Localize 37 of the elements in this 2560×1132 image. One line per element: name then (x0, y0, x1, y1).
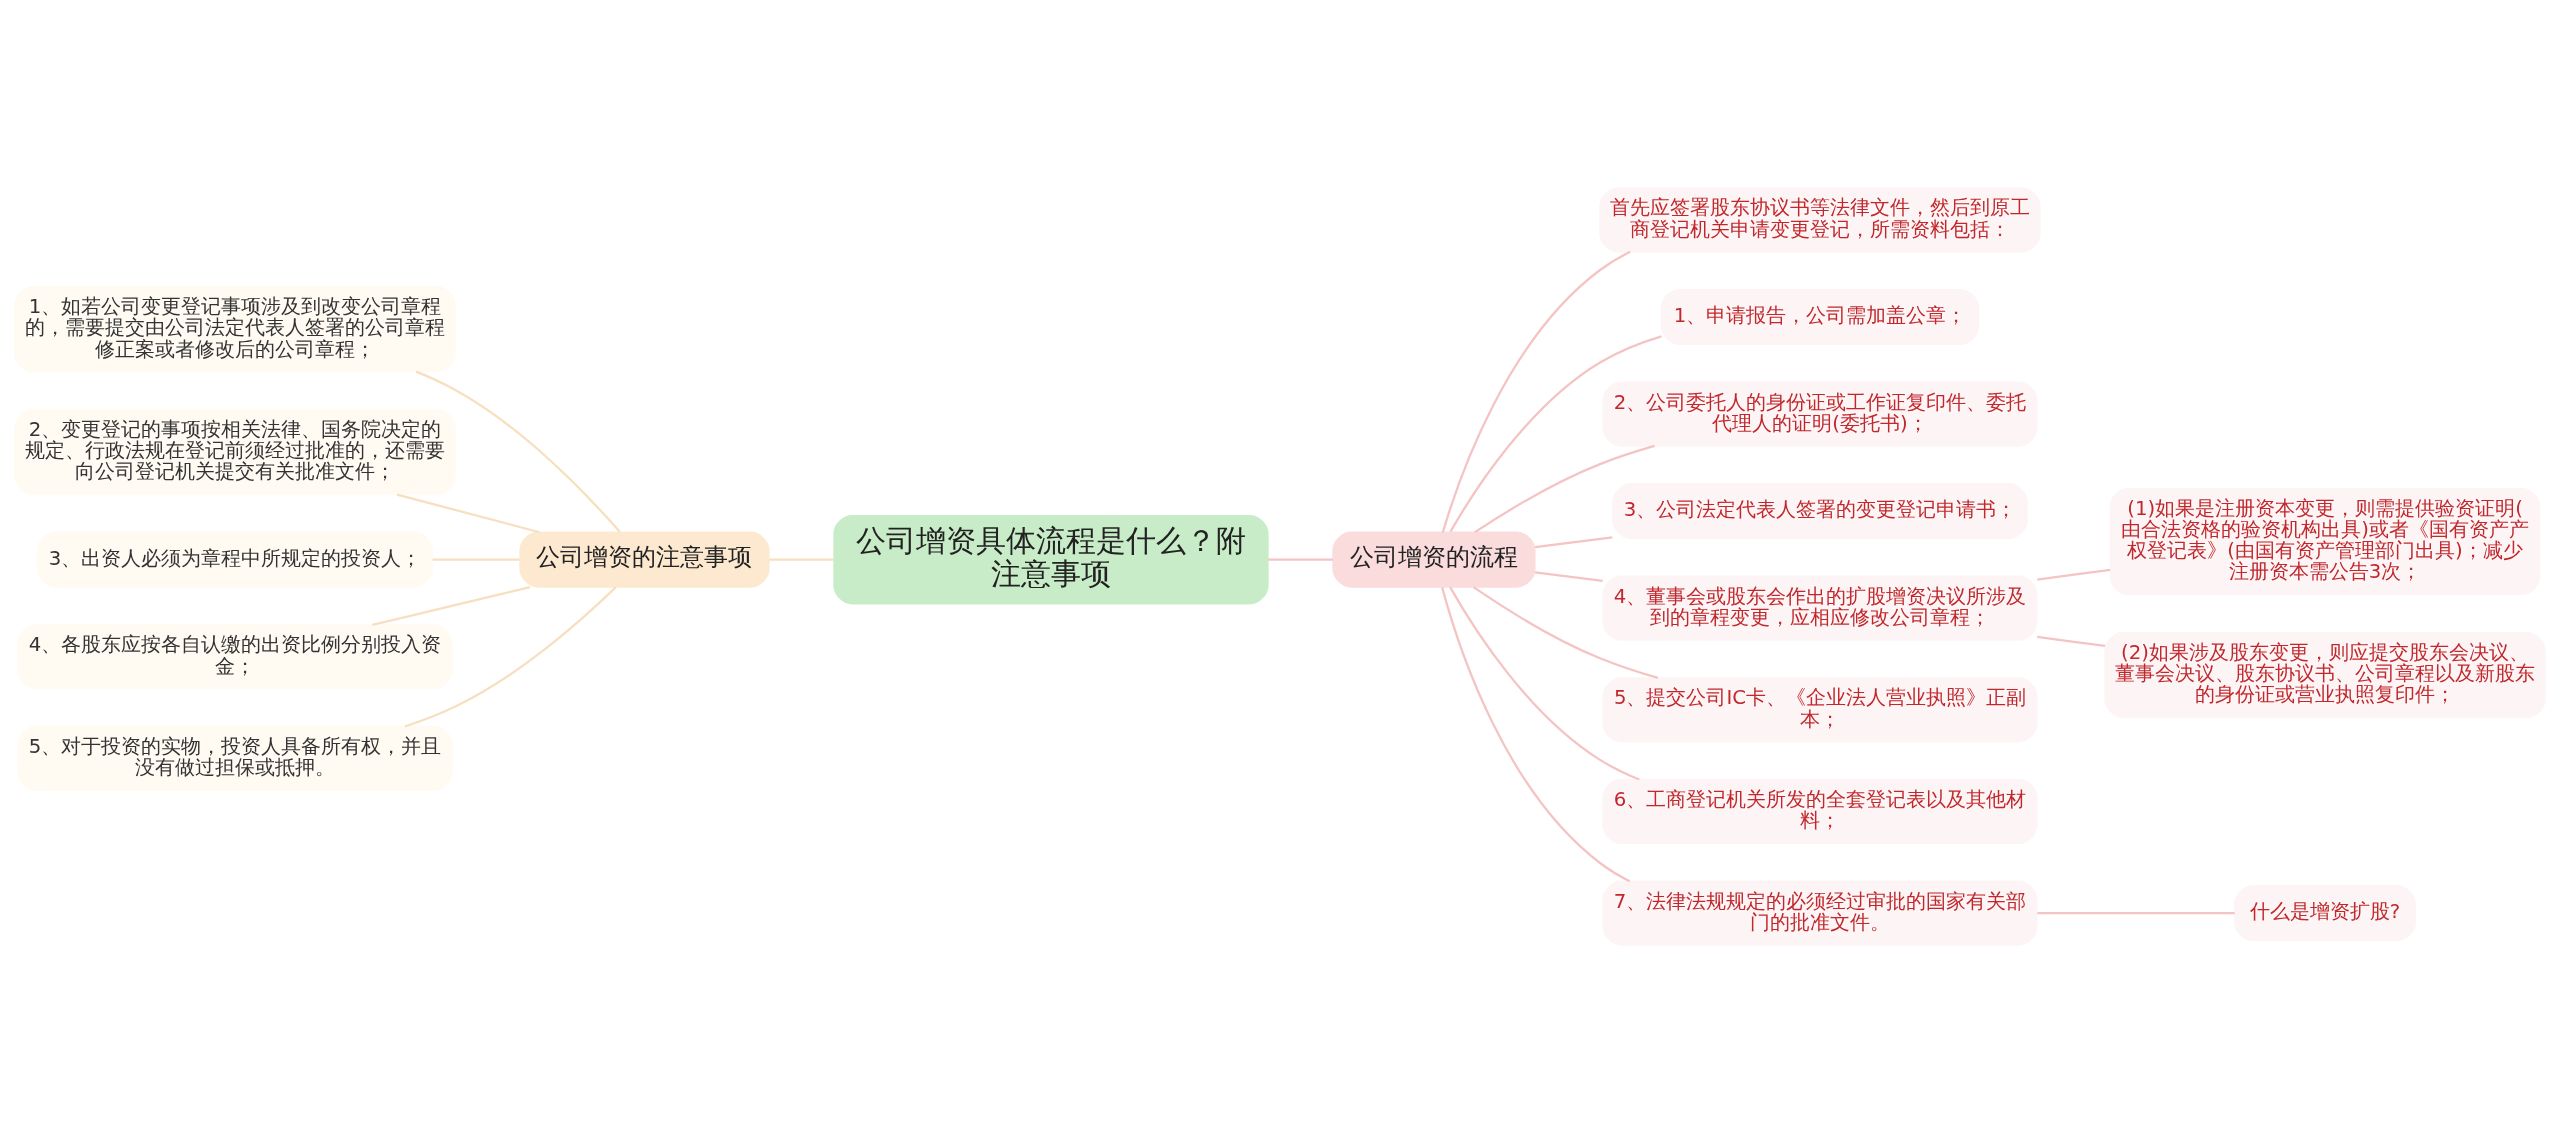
node-box: (2)如果涉及股东变更，则应提交股东会决议、董事会决议、股东协议书、公司章程以及新股东的身份证或营业执照复印件； (2104, 631, 2546, 718)
node-box: 公司增资具体流程是什么？附注意事项 (833, 514, 1269, 604)
node-box: 公司增资的注意事项 (519, 531, 770, 588)
node-box: 2、公司委托人的身份证或工作证复印件、委托代理人的证明(委托书)； (1602, 380, 2038, 447)
node-box: 首先应签署股东协议书等法律文件，然后到原工商登记机关申请变更登记，所需资料包括： (1599, 186, 2041, 253)
connector (1268, 558, 1334, 561)
connector (2037, 911, 2235, 914)
connector (396, 492, 540, 533)
connector (2037, 635, 2106, 647)
node-box: 1、如若公司变更登记事项涉及到改变公司章程的，需要提交由公司法定代表人签署的公司章程修正案或者修改后的公司章程； (14, 285, 456, 372)
connector (1441, 586, 1631, 882)
node-box: 7、法律法规规定的必须经过审批的国家有关部门的批准文件。 (1602, 879, 2038, 946)
node-box: 3、出资人必须为章程中所规定的投资人； (37, 531, 433, 588)
node-box: 什么是增资扩股? (2234, 884, 2417, 941)
connector (2037, 568, 2111, 581)
node-box: 3、公司法定代表人签署的变更登记申请书； (1612, 482, 2028, 539)
node-box: 5、对于投资的实物，投资人具备所有权，并且没有做过担保或抵押。 (17, 725, 453, 791)
node-box: 5、提交公司IC卡、《企业法人营业执照》正副本； (1602, 676, 2038, 742)
node-box: 4、董事会或股东会作出的扩股增资决议所涉及到的章程变更，应相应修改公司章程； (1602, 575, 2038, 641)
node-box: (1)如果是注册资本变更，则需提供验资证明(由合法资格的验资机构出具)或者《国有资产产权登记表》(由国有资产管理部门出具)；减少注册资本需公告3次； (2109, 487, 2541, 595)
connector (1449, 586, 1640, 781)
node-box: 4、各股东应按各自认缴的出资比例分别投入资金； (17, 623, 453, 689)
connector (1472, 585, 1659, 679)
connector (769, 558, 834, 561)
node-box: 1、申请报告，公司需加盖公章； (1660, 288, 1980, 345)
connector (371, 585, 531, 626)
connector (404, 586, 617, 728)
connector (415, 370, 621, 533)
connector (1474, 444, 1655, 533)
connector (1534, 535, 1613, 548)
connector (1534, 570, 1603, 582)
connector (1449, 334, 1662, 532)
node-box: 公司增资的流程 (1332, 531, 1536, 588)
node-box: 2、变更登记的事项按相关法律、国务院决定的规定、行政法规在登记前须经过批准的，还需要向公司登记机关提交有关批准文件； (14, 408, 456, 495)
node-box: 6、工商登记机关所发的全套登记表以及其他材料； (1602, 778, 2038, 844)
connector (1441, 250, 1631, 533)
connector (432, 558, 520, 561)
